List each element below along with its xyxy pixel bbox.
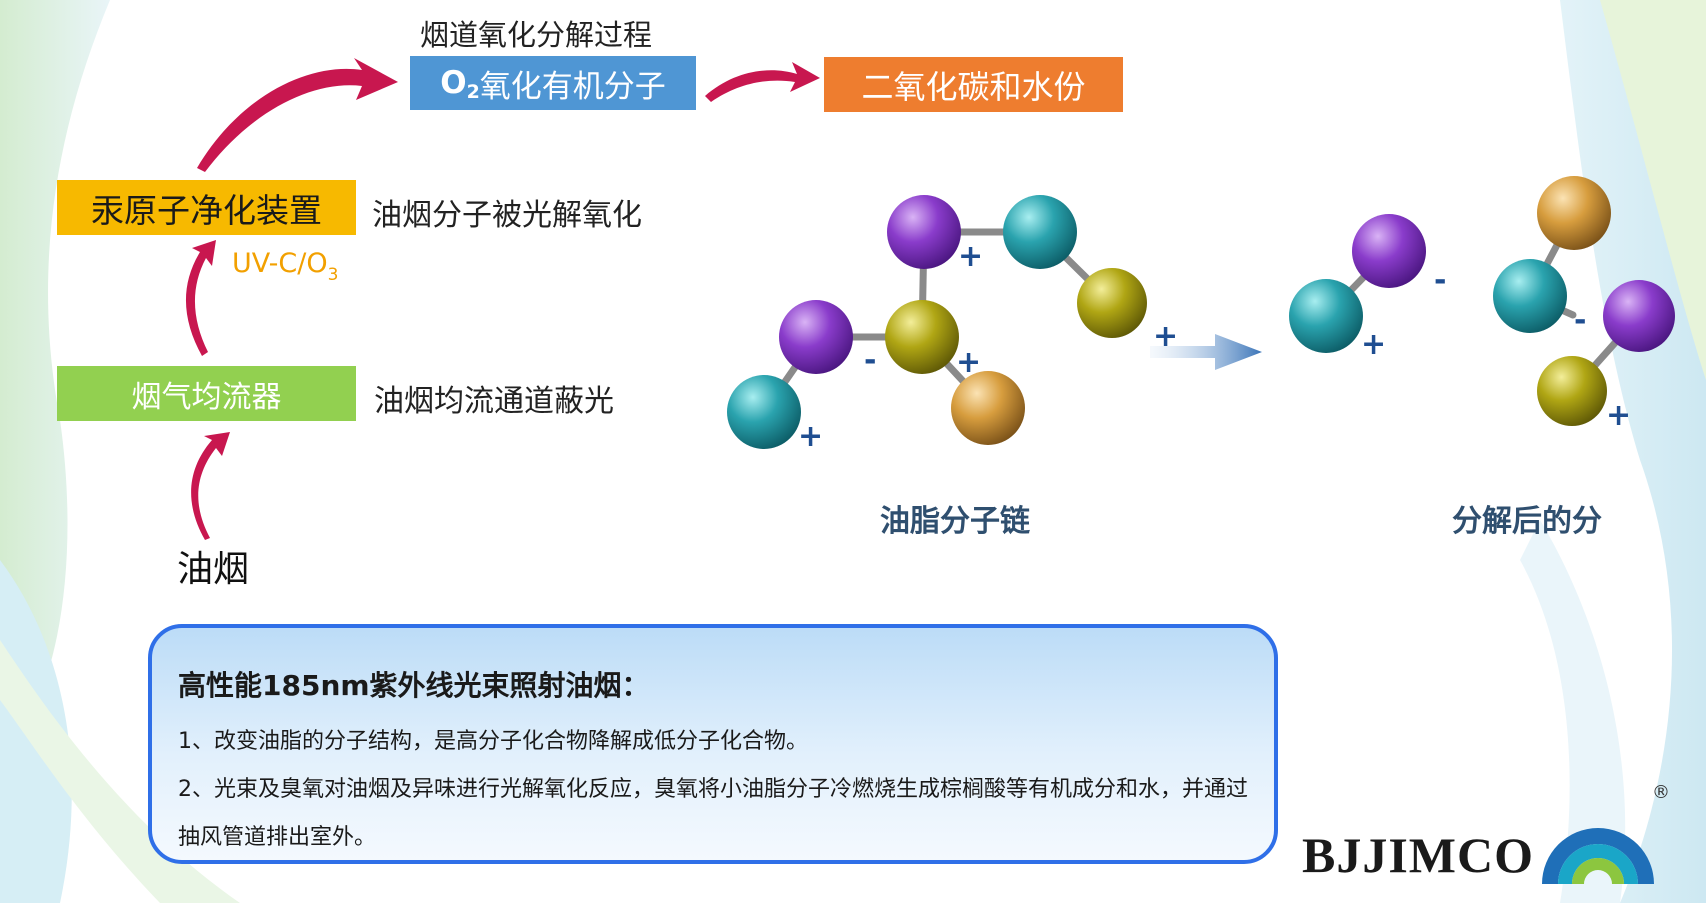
- atom-teal: [1289, 279, 1363, 353]
- charge-plus: +: [1606, 398, 1631, 433]
- arrow-flow-to-mercury: [185, 240, 216, 356]
- atom-olive: [885, 300, 959, 374]
- atom-olive: [1077, 268, 1147, 338]
- info-panel: 高性能185nm紫外线光束照射油烟： 1、改变油脂的分子结构，是高分子化合物降解…: [148, 624, 1278, 864]
- rainbow-arc-icon: [1542, 828, 1654, 884]
- arrow-o2-to-co2: [705, 62, 820, 102]
- flow-equalizer-box: 烟气均流器: [57, 366, 356, 421]
- charge-minus: -: [1434, 263, 1446, 298]
- reaction-arrow: [1150, 334, 1262, 370]
- info-heading: 高性能185nm紫外线光束照射油烟：: [178, 669, 650, 702]
- charge-plus: +: [1153, 319, 1178, 354]
- o2-box-text: 氧化有机分子: [479, 68, 666, 105]
- atom-purple: [779, 300, 853, 374]
- arrow-mercury-to-o2: [197, 58, 398, 172]
- co2-water-box: 二氧化碳和水份: [824, 57, 1123, 112]
- uvc-text: UV-C/O: [232, 248, 328, 279]
- charge-plus: +: [1361, 327, 1386, 362]
- molecule-chain-label: 油脂分子链: [880, 504, 1030, 539]
- atom-orange: [1537, 176, 1611, 250]
- decomposed-label: 分解后的分: [1452, 504, 1602, 539]
- atom-teal: [727, 375, 801, 449]
- company-logo: BJJIMCO ®: [1300, 782, 1680, 892]
- charge-plus: +: [798, 419, 823, 454]
- charge-plus: +: [956, 345, 981, 380]
- atom-olive: [1537, 356, 1607, 426]
- atom-purple: [1603, 280, 1675, 352]
- ozone-subscript: 3: [327, 265, 339, 285]
- charge-plus: +: [958, 239, 983, 274]
- registered-mark: ®: [1652, 782, 1670, 803]
- smoke-label: 油烟: [177, 549, 250, 590]
- atom-purple: [1352, 214, 1426, 288]
- atom-purple: [887, 195, 961, 269]
- charge-minus: -: [864, 343, 876, 378]
- atom-teal: [1003, 195, 1077, 269]
- mercury-description: 油烟分子被光解氧化: [372, 198, 642, 233]
- o2-symbol: O: [440, 65, 467, 101]
- process-caption: 烟道氧化分解过程: [420, 18, 653, 52]
- atom-teal: [1493, 259, 1567, 333]
- uvc-ozone-label: UV-C/O3: [232, 248, 338, 285]
- info-item: 1、改变油脂的分子结构，是高分子化合物降解成低分子化合物。: [178, 729, 808, 754]
- o2-subscript: 2: [466, 81, 480, 103]
- info-item: 2、光束及臭氧对油烟及异味进行光解氧化反应，臭氧将小油脂分子冷燃烧生成棕榈酸等有…: [178, 777, 1249, 850]
- mercury-purifier-box: 汞原子净化装置: [57, 180, 356, 235]
- atom-orange: [951, 371, 1025, 445]
- flow-description: 油烟均流通道蔽光: [374, 384, 614, 419]
- arrow-smoke-to-flow: [191, 432, 230, 540]
- charge-minus: -: [1574, 303, 1586, 338]
- logo-text: BJJIMCO: [1302, 827, 1534, 883]
